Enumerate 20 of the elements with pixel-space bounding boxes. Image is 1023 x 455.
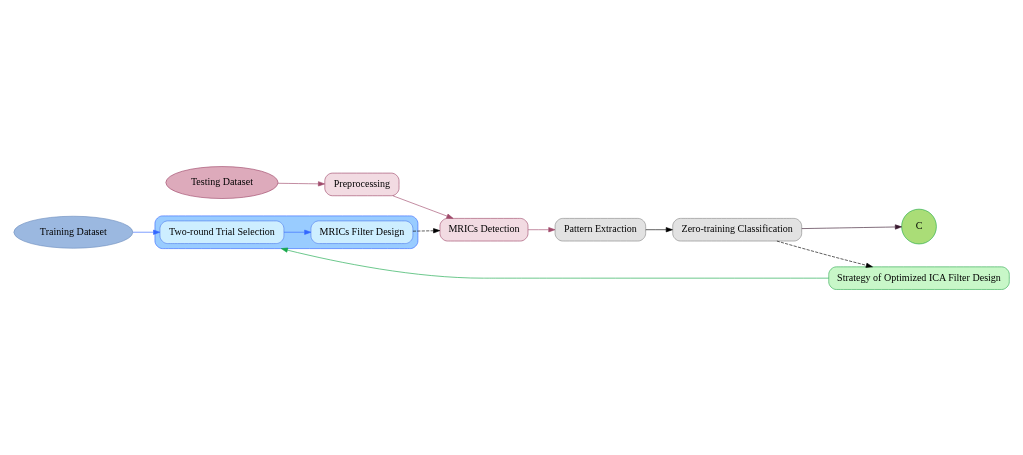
arrow — [280, 247, 829, 278]
arrow — [283, 229, 312, 235]
arrow — [801, 223, 902, 229]
node-ellipse: Training Dataset — [13, 215, 134, 249]
node-box: Preprocessing — [324, 172, 400, 196]
arrow — [645, 226, 673, 232]
node-box: MRICs Detection — [439, 217, 529, 241]
arrow — [527, 226, 556, 232]
arrow — [132, 229, 161, 235]
node-box: Pattern Extraction — [554, 217, 646, 241]
arrow — [392, 195, 454, 219]
node-box: Strategy of Optimized ICA Filter Design — [828, 266, 1010, 290]
node-ellipse: Testing Dataset — [165, 165, 279, 199]
arrow — [277, 180, 325, 186]
node-box: MRICs Filter Design — [310, 220, 414, 244]
node-box: Two-round Trial Selection — [159, 220, 285, 244]
arrow — [776, 240, 873, 268]
node-box: Zero-training Classification — [672, 217, 802, 241]
arrow — [412, 227, 441, 233]
node-circle: C — [901, 208, 937, 244]
